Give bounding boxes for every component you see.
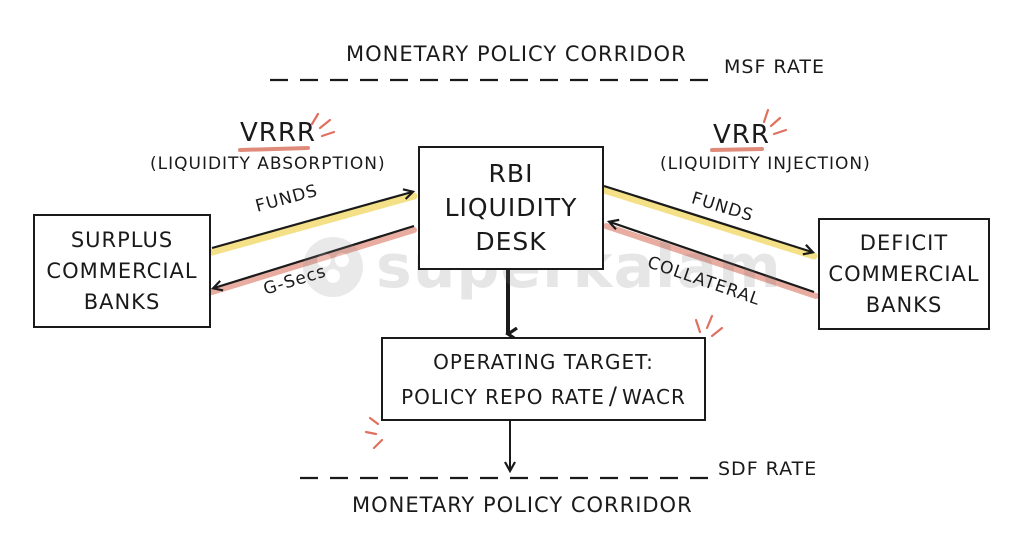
- deficit-line-2: COMMERCIAL: [828, 261, 980, 286]
- funds-right-arrow: [603, 184, 812, 252]
- surplus-banks-box: SURPLUS COMMERCIAL BANKS: [33, 214, 211, 328]
- target-bottom-ticks: [364, 416, 384, 450]
- funds-right-highlight: [600, 186, 818, 260]
- gsecs-arrow: [214, 224, 415, 288]
- vrr-description: (LIQUIDITY INJECTION): [660, 154, 871, 174]
- vrr-label: VRR: [713, 120, 770, 150]
- vrrr-emphasis-ticks: [310, 112, 336, 138]
- funds-left-arrow: [211, 192, 412, 250]
- surplus-line-3: BANKS: [83, 289, 161, 314]
- rbi-liquidity-desk-box: RBI LIQUIDITY DESK: [418, 146, 604, 270]
- target-top-ticks: [694, 314, 724, 338]
- policy-repo-rate-text: POLICY REPO RATE: [401, 384, 605, 409]
- operating-target-box: OPERATING TARGET: POLICY REPO RATE/WACR: [381, 337, 706, 421]
- gsecs-highlight: [209, 227, 417, 295]
- vrrr-underline: [238, 146, 310, 152]
- top-corridor-label: MONETARY POLICY CORRIDOR: [346, 42, 687, 66]
- vrrr-description: (LIQUIDITY ABSORPTION): [150, 154, 386, 174]
- vrr-underline: [710, 147, 764, 152]
- surplus-line-2: COMMERCIAL: [46, 258, 198, 283]
- vrr-emphasis-ticks: [762, 108, 788, 136]
- target-line-2: POLICY REPO RATE/WACR: [401, 379, 686, 414]
- collateral-highlight: [603, 223, 819, 299]
- deficit-line-3: BANKS: [865, 292, 943, 317]
- center-line-3: DESK: [475, 227, 547, 256]
- bottom-corridor-label: MONETARY POLICY CORRIDOR: [352, 493, 693, 517]
- watermark-logo-icon: [303, 237, 363, 297]
- collateral-arrow: [610, 222, 815, 294]
- center-line-2: LIQUIDITY: [444, 193, 578, 222]
- msf-rate-label: MSF RATE: [724, 56, 825, 78]
- target-line-1: OPERATING TARGET:: [433, 349, 654, 374]
- surplus-line-1: SURPLUS: [70, 227, 174, 252]
- vrrr-label: VRRR: [240, 118, 316, 148]
- sdf-rate-label: SDF RATE: [718, 458, 818, 480]
- target-separator: /: [608, 381, 618, 410]
- center-line-1: RBI: [488, 159, 534, 188]
- funds-left-highlight: [208, 192, 418, 256]
- wacr-text: WACR: [622, 384, 686, 409]
- deficit-line-1: DEFICIT: [859, 230, 949, 255]
- deficit-banks-box: DEFICIT COMMERCIAL BANKS: [818, 218, 990, 330]
